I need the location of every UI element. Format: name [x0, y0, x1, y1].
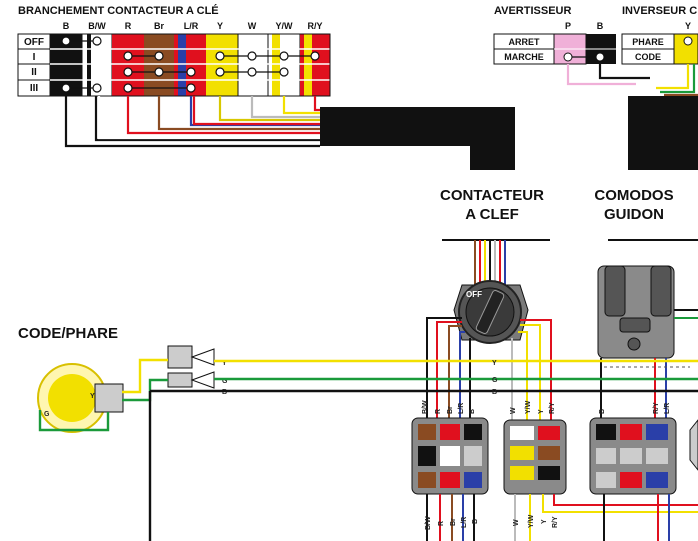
ignition-switch-body [453, 280, 529, 344]
key-switch-harness [64, 96, 320, 148]
dimmer-table-title: INVERSEUR C [622, 5, 697, 17]
plug-wire-g: G [222, 378, 228, 385]
right-harness-drop [628, 96, 658, 170]
wire-label: Y [541, 519, 548, 524]
headlight-bulb [37, 363, 124, 433]
wire-label: R [438, 521, 445, 526]
wire-label: L/R [664, 403, 671, 414]
headlight-feed-wires [38, 358, 698, 541]
bar-switch-label-line1: COMODOS [594, 187, 673, 204]
bar-switch-label-line2: GUIDON [604, 206, 664, 223]
col-header-bw: B/W [88, 21, 106, 31]
horn-row-arret: ARRET [509, 37, 541, 47]
dimmer-row-phare: PHARE [632, 37, 664, 47]
wire-label: Y/W [525, 400, 532, 414]
key-switch-label-line1: CONTACTEUR [440, 187, 544, 204]
key-switch-label-line2: A CLEF [465, 206, 519, 223]
wire-label: Br [450, 518, 457, 526]
mid-wire-y: Y [492, 360, 497, 367]
plug-wire-b: B [222, 389, 227, 396]
wire-label: L/R [461, 517, 468, 528]
handlebar-switch-wires [600, 309, 698, 420]
wire-label: R/Y [552, 516, 559, 528]
bulb-wire-y: Y [90, 393, 95, 400]
dimmer-harness [656, 64, 698, 97]
right-harness-bundle [628, 96, 698, 170]
horn-col-p: P [565, 21, 571, 31]
handlebar-switch-body [597, 265, 675, 359]
wire-label: R [435, 409, 442, 414]
key-switch-connections [61, 36, 320, 93]
row-label-iii: III [30, 83, 39, 94]
horn-row-marche: MARCHE [504, 52, 544, 62]
wire-label: B [472, 519, 479, 524]
ignition-off-mark: OFF [466, 290, 482, 299]
wire-label: L/R [458, 403, 465, 414]
headlight-label: CODE/PHARE [18, 325, 118, 342]
dimmer-col-y: Y [685, 21, 691, 31]
wire-label: B/W [422, 400, 429, 414]
col-header-ry: R/Y [307, 21, 322, 31]
wire-label: B/W [425, 516, 432, 530]
col-header-yw: Y/W [276, 21, 294, 31]
horn-table [493, 33, 616, 65]
headlight-plugs [167, 345, 215, 389]
connector-labels-top: B/W R Br L/R B W Y/W Y R/Y B R/Y L/R [422, 400, 671, 414]
wire-label: Y [538, 409, 545, 414]
wire-label: R/Y [653, 402, 660, 414]
wire-label: W [510, 407, 517, 414]
horn-table-title: AVERTISSEUR [494, 5, 571, 17]
key-switch-row-labels: OFF I II III [17, 33, 51, 97]
wire-label: Y/W [528, 514, 535, 528]
mid-wire-g: G [492, 377, 498, 384]
connector-key-switch-2 [503, 419, 567, 495]
horn-col-b: B [597, 21, 604, 31]
mid-wire-b: B [492, 389, 497, 396]
row-label-i: I [33, 52, 36, 63]
row-label-off: OFF [24, 37, 44, 48]
connector-handlebar [589, 417, 677, 495]
col-header-b: B [63, 21, 70, 31]
col-header-y: Y [217, 21, 223, 31]
bulb-wire-g: G [44, 411, 50, 418]
col-header-lr: L/R [184, 21, 199, 31]
wire-label: Br [447, 406, 454, 414]
row-label-ii: II [31, 67, 37, 78]
col-header-w: W [248, 21, 257, 31]
harness-bundle [320, 107, 515, 170]
wire-label: B [469, 409, 476, 414]
key-switch-table-title: BRANCHEMENT CONTACTEUR A CLÉ [18, 4, 219, 17]
plug-wire-y: Y [222, 360, 227, 367]
dimmer-table [621, 33, 698, 65]
wire-label: B [599, 409, 606, 414]
dimmer-row-code: CODE [635, 52, 661, 62]
connector-partial-right [689, 419, 698, 471]
col-header-br: Br [154, 21, 164, 31]
col-header-r: R [125, 21, 132, 31]
connector-labels-bottom: B/W R Br L/R B W Y/W Y R/Y [425, 514, 559, 530]
wire-label: W [513, 519, 520, 526]
connector-wires-bottom [426, 494, 698, 541]
wire-label: R/Y [549, 402, 556, 414]
connector-key-switch [411, 417, 489, 495]
horn-harness [566, 64, 650, 86]
